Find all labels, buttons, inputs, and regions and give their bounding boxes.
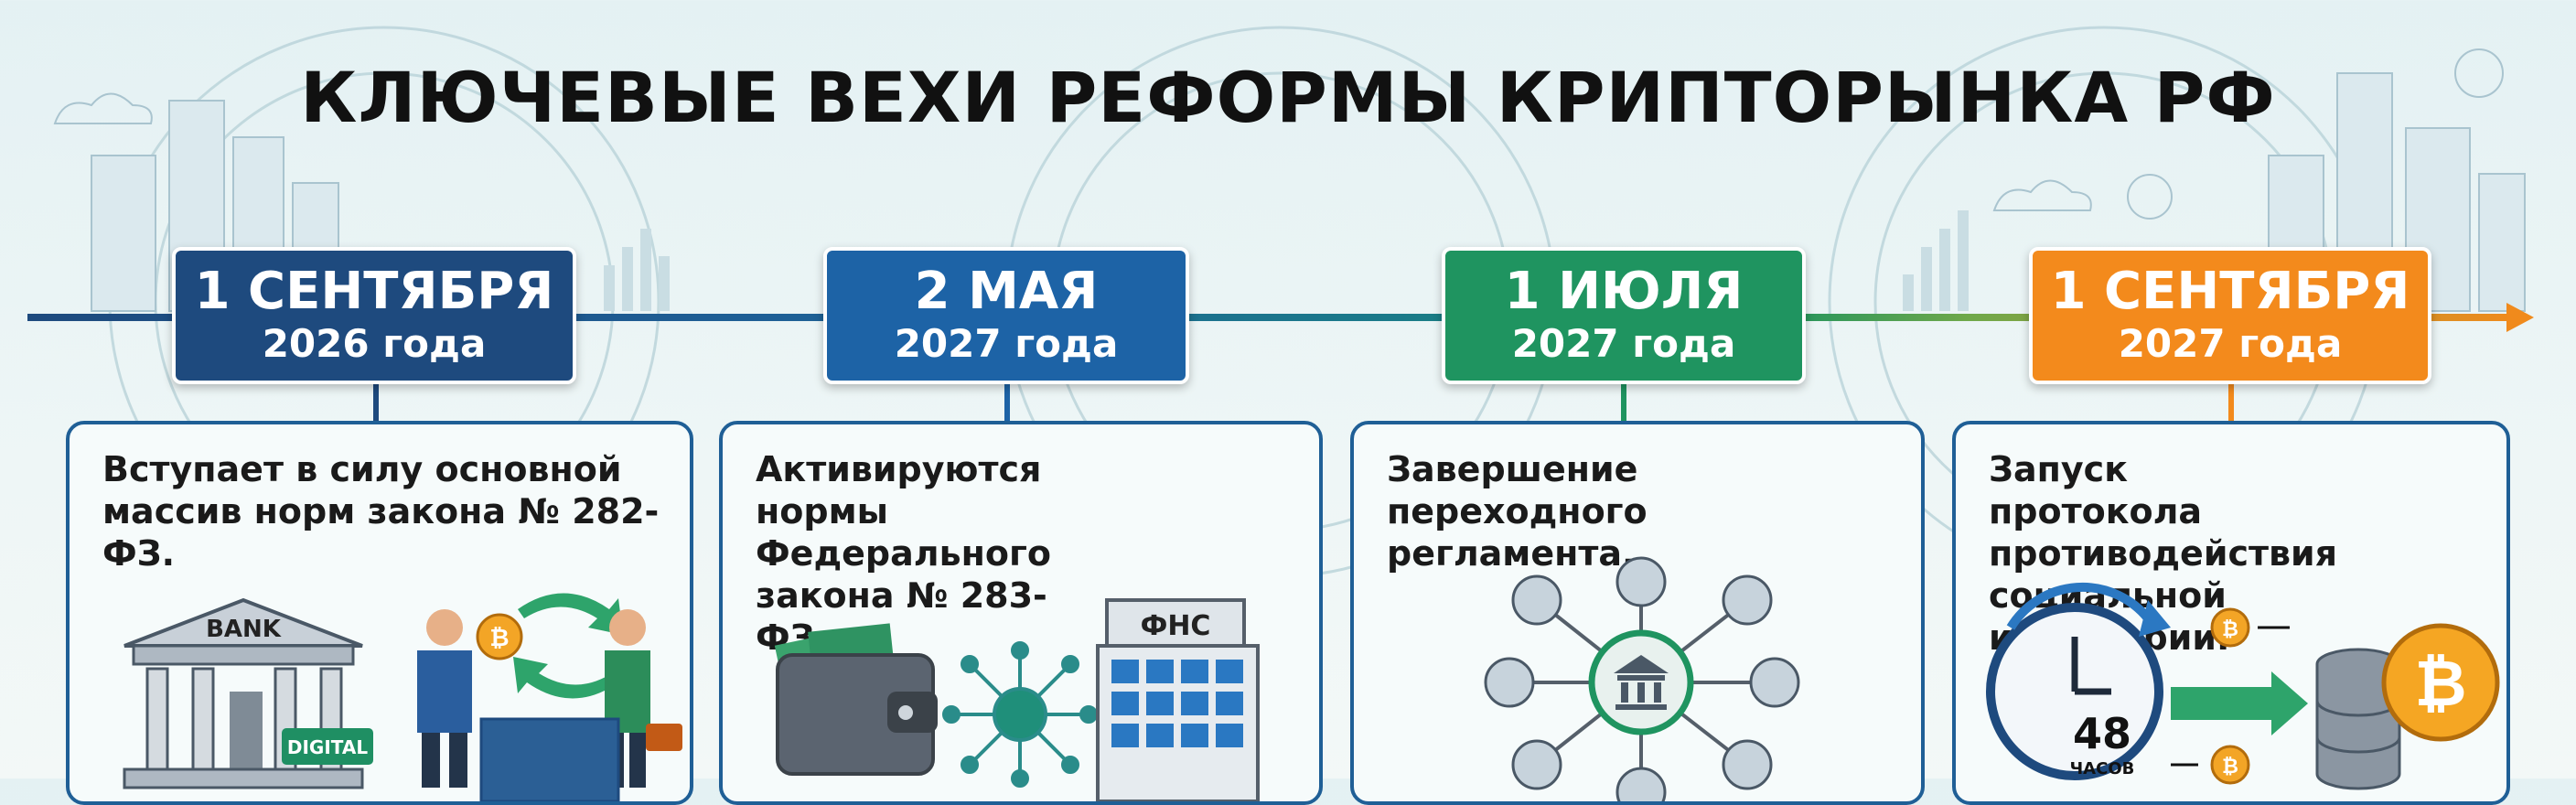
milestone-card-3: Завершение переходного регламента. — [1350, 421, 1925, 805]
date-label: 1 СЕНТЯБРЯ — [194, 262, 554, 321]
date-box-2: 2 МАЯ 2027 года — [823, 247, 1189, 384]
card-description: Активируются нормы Федерального закона №… — [756, 449, 1051, 658]
tax-label: ФНС — [1141, 610, 1211, 642]
clock-icon: 48 ЧАСОВ — [1986, 582, 2171, 780]
milestone-card-1: Вступает в силу основной массив норм зак… — [66, 421, 693, 805]
person-icon — [417, 609, 472, 788]
year-label: 2027 года — [1511, 321, 1736, 366]
year-label: 2027 года — [894, 321, 1119, 366]
milestone-card-4: Запуск протокола противодействия социаль… — [1952, 421, 2510, 805]
page-title: КЛЮЧЕВЫЕ ВЕХИ РЕФОРМЫ КРИПТОРЫНКА РФ — [300, 57, 2276, 138]
transfer-arrow-icon — [2171, 626, 2308, 767]
card-description: Вступает в силу основной массив норм зак… — [102, 449, 660, 574]
database-icon — [2315, 648, 2401, 790]
timeline-line — [27, 314, 2516, 321]
svg-text:₿: ₿ — [2222, 756, 2238, 778]
date-box-4: 1 СЕНТЯБРЯ 2027 года — [2029, 247, 2431, 384]
year-label: 2027 года — [2118, 321, 2343, 366]
hours-label: ЧАСОВ — [2070, 759, 2135, 778]
central-bank-hub-icon — [1588, 629, 1694, 735]
connector-4 — [2228, 384, 2234, 423]
date-label: 1 СЕНТЯБРЯ — [2050, 262, 2410, 321]
svg-text:₿: ₿ — [2414, 646, 2466, 721]
date-box-3: 1 ИЮЛЯ 2027 года — [1442, 247, 1806, 384]
hours-value: 48 — [2073, 709, 2131, 758]
year-label: 2026 года — [262, 321, 487, 366]
svg-text:₿: ₿ — [489, 625, 509, 652]
milestone-card-2: Активируются нормы Федерального закона №… — [719, 421, 1323, 805]
bank-crypto-exchange-illustration: BANK DIGITAL ₿ — [123, 593, 682, 801]
connector-1 — [373, 384, 379, 423]
bank-icon: BANK DIGITAL — [123, 597, 373, 789]
card-description: Завершение переходного регламента. — [1387, 449, 1648, 574]
wallet-tax-illustration: ФНС — [774, 598, 1260, 801]
digital-label: DIGITAL — [287, 736, 368, 758]
date-label: 2 МАЯ — [914, 262, 1099, 321]
tax-office-building-icon: ФНС — [1096, 598, 1260, 801]
container-icon — [479, 717, 620, 801]
bitcoin-coin-icon: ₿ — [476, 613, 523, 660]
bitcoin-coin-icon: ₿ ₿ — [2210, 607, 2250, 785]
network-hub-illustration — [1484, 556, 1800, 801]
bitcoin-coin-icon: ₿ — [2381, 623, 2500, 742]
wallet-icon — [774, 623, 938, 776]
date-label: 1 ИЮЛЯ — [1504, 262, 1744, 321]
date-box-1: 1 СЕНТЯБРЯ 2026 года — [172, 247, 576, 384]
bank-label: BANK — [206, 616, 282, 643]
svg-text:₿: ₿ — [2222, 618, 2238, 641]
connector-2 — [1004, 384, 1010, 423]
timeline-arrow-icon — [2506, 303, 2534, 332]
network-chip-icon — [942, 641, 1098, 788]
connector-3 — [1621, 384, 1626, 423]
exchange-arrows-icon — [513, 593, 623, 699]
time-lock-crypto-illustration: 48 ЧАСОВ ₿ ₿ ₿ — [1986, 582, 2500, 790]
